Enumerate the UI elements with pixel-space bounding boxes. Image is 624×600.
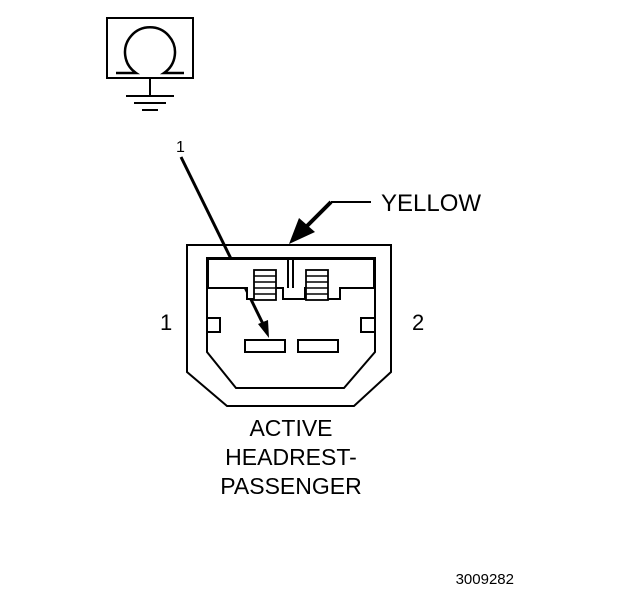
connector-lock-rib-lines <box>254 275 328 295</box>
terminal-cavity-2 <box>297 339 339 353</box>
figure-number: 3009282 <box>456 571 514 588</box>
ground-omega-icon <box>106 17 194 111</box>
callout-leader-arrow <box>179 156 269 338</box>
connector-housing <box>186 244 392 407</box>
wire-color-label: YELLOW <box>381 190 481 217</box>
terminal-cavity-1 <box>244 339 286 353</box>
wire-color-arrow <box>289 200 371 244</box>
connector-name-line-1: ACTIVE <box>249 415 332 441</box>
pin-1-label: 1 <box>160 310 172 335</box>
connector-lock-ribs <box>253 269 329 301</box>
connector-name-line-3: PASSENGER <box>220 473 361 499</box>
callout-number: 1 <box>176 139 185 156</box>
connector-name-line-2: HEADREST- <box>225 444 357 470</box>
pin-2-label: 2 <box>412 310 424 335</box>
